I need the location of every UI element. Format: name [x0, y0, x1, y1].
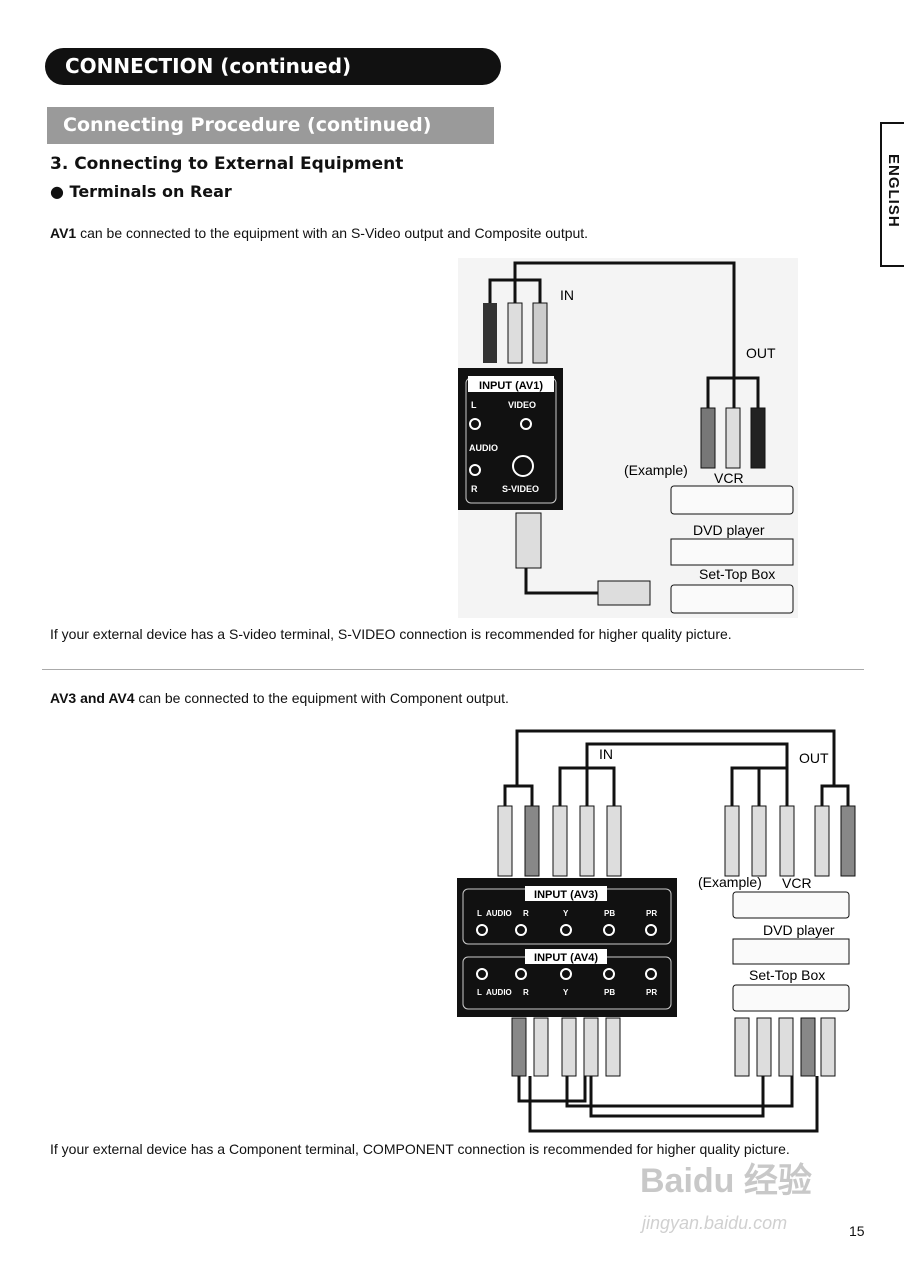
av1-diagram: IN OUT INPUT (AV1) L VIDEO AUDIO R S-VID…	[458, 258, 798, 618]
watermark-url: jingyan.baidu.com	[642, 1213, 788, 1233]
jack-icon	[469, 418, 534, 477]
av34-diagram: IN OUT INPUT (AV3) INPUT (AV4) L AUDIO R…	[457, 729, 856, 1133]
jack-icon	[476, 924, 657, 980]
set-top-box-icon	[732, 984, 850, 1012]
pr-label: PR	[646, 988, 657, 997]
audio-label: AUDIO	[469, 443, 498, 453]
audio-label: AUDIO	[486, 988, 512, 997]
language-tab: ENGLISH	[880, 122, 904, 267]
l-label: L	[477, 909, 482, 918]
r-label: R	[471, 484, 478, 494]
out-label: OUT	[746, 345, 776, 361]
heading: 3. Connecting to External Equipment	[50, 154, 404, 174]
av1-intro-bold: AV1	[50, 225, 77, 241]
section-header: CONNECTION (continued)	[45, 48, 501, 85]
pr-label: PR	[646, 909, 657, 918]
av1-intro: AV1 can be connected to the equipment wi…	[50, 225, 588, 241]
set-top-box-icon	[670, 584, 794, 614]
example-label: (Example)	[698, 874, 762, 890]
av34-panel	[457, 878, 677, 1017]
r-label: R	[523, 909, 529, 918]
panel-title: INPUT (AV1)	[479, 380, 543, 392]
av34-intro-bold: AV3 and AV4	[50, 690, 135, 706]
pb-label: PB	[604, 988, 615, 997]
av34-intro: AV3 and AV4 can be connected to the equi…	[50, 690, 509, 706]
page-number: 15	[849, 1223, 865, 1239]
bullet-heading: ● Terminals on Rear	[50, 182, 232, 201]
video-label: VIDEO	[508, 400, 536, 410]
divider	[42, 669, 864, 670]
dvd-label: DVD player	[763, 922, 835, 938]
y-label: Y	[563, 988, 569, 997]
in-label: IN	[560, 287, 574, 303]
av1-intro-text: can be connected to the equipment with a…	[76, 225, 589, 241]
stb-label: Set-Top Box	[699, 566, 775, 582]
svideo-plug-icon	[597, 580, 651, 606]
pb-label: PB	[604, 909, 615, 918]
av34-note: If your external device has a Component …	[50, 1141, 790, 1157]
audio-label: AUDIO	[486, 909, 512, 918]
vcr-icon	[670, 485, 794, 515]
vcr-label: VCR	[714, 470, 744, 486]
av3-title: INPUT (AV3)	[534, 889, 598, 901]
stb-label: Set-Top Box	[749, 967, 825, 983]
l-label: L	[477, 988, 482, 997]
av4-title: INPUT (AV4)	[534, 952, 598, 964]
svideo-plug-icon	[515, 512, 542, 569]
dvd-player-icon	[670, 538, 794, 566]
dvd-player-icon	[732, 938, 850, 965]
av1-note: If your external device has a S-video te…	[50, 626, 732, 642]
r-label: R	[523, 988, 529, 997]
subsection-header: Connecting Procedure (continued)	[47, 107, 494, 144]
out-label: OUT	[799, 750, 829, 766]
in-label: IN	[599, 746, 613, 762]
example-label: (Example)	[624, 462, 688, 478]
vcr-icon	[732, 891, 850, 919]
rca-plug-icon	[497, 805, 856, 1077]
language-label: ENGLISH	[885, 154, 902, 228]
vcr-label: VCR	[782, 875, 812, 891]
dvd-label: DVD player	[693, 522, 765, 538]
y-label: Y	[563, 909, 569, 918]
svideo-label: S-VIDEO	[502, 484, 539, 494]
watermark-logo: Baidu 经验	[640, 1162, 812, 1200]
rca-plug-icon	[483, 302, 766, 469]
l-label: L	[471, 400, 477, 410]
av34-intro-text: can be connected to the equipment with C…	[134, 690, 509, 706]
